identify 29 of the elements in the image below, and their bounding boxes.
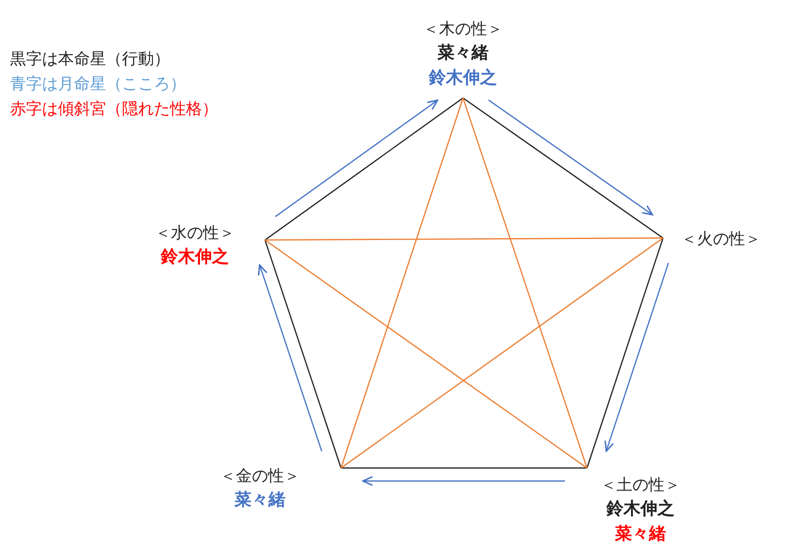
element-heading: ＜火の性＞ [681,228,762,250]
person-name: 菜々緒 [436,42,490,65]
cycle-arrow [274,100,438,218]
connecting-line [264,98,464,240]
cycle-arrow [362,476,565,486]
connecting-line [340,98,464,468]
cycle-arrow [604,262,669,452]
element-heading: ＜金の性＞ [219,465,301,487]
connecting-line [264,240,588,468]
cycle-arrow [488,99,654,216]
person-name: 菜々緒 [234,489,286,512]
connecting-line [340,238,664,468]
person-name: 菜々緒 [614,523,667,546]
element-heading: ＜木の性＞ [422,18,504,40]
legend-text: 青字は月命星（こころ） [10,73,186,95]
person-name: 鈴木伸之 [428,67,498,90]
element-heading: ＜土の性＞ [600,474,682,496]
legend-text: 赤字は傾斜宮（隠れた性格） [10,98,218,120]
connecting-line [341,467,587,469]
connecting-line [265,237,663,241]
connecting-line [264,240,342,468]
connecting-line [586,238,664,468]
person-name: 鈴木伸之 [160,246,230,269]
cycle-arrow [258,264,322,452]
legend-text: 黒字は本命星（行動） [10,48,170,70]
element-heading: ＜水の性＞ [154,222,236,244]
connecting-line [462,98,664,238]
person-name: 鈴木伸之 [605,498,676,521]
connecting-line [462,98,588,468]
